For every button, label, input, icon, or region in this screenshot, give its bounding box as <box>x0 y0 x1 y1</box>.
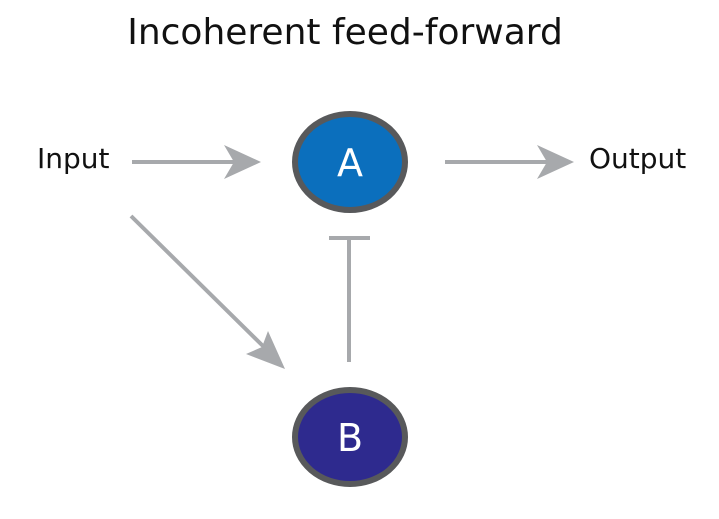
node-a-label: A <box>337 141 363 185</box>
arrowhead-icon <box>537 145 574 179</box>
node-b-circle <box>292 387 408 487</box>
arrowhead-icon <box>224 145 261 179</box>
edge-input-to-a <box>132 145 261 179</box>
diagram-title: Incoherent feed-forward <box>127 12 563 53</box>
output-label: Output <box>589 142 687 175</box>
node-a-circle <box>292 111 408 213</box>
node-b: B <box>292 387 408 487</box>
edge-input-to-b <box>129 214 285 369</box>
node-a: A <box>292 111 408 213</box>
input-label: Input <box>37 142 110 175</box>
edge-line <box>129 214 267 350</box>
arrowhead-icon <box>246 331 285 369</box>
node-b-label: B <box>337 416 363 460</box>
edge-a-to-output <box>445 145 574 179</box>
edge-b-inhibits-a <box>329 236 370 362</box>
